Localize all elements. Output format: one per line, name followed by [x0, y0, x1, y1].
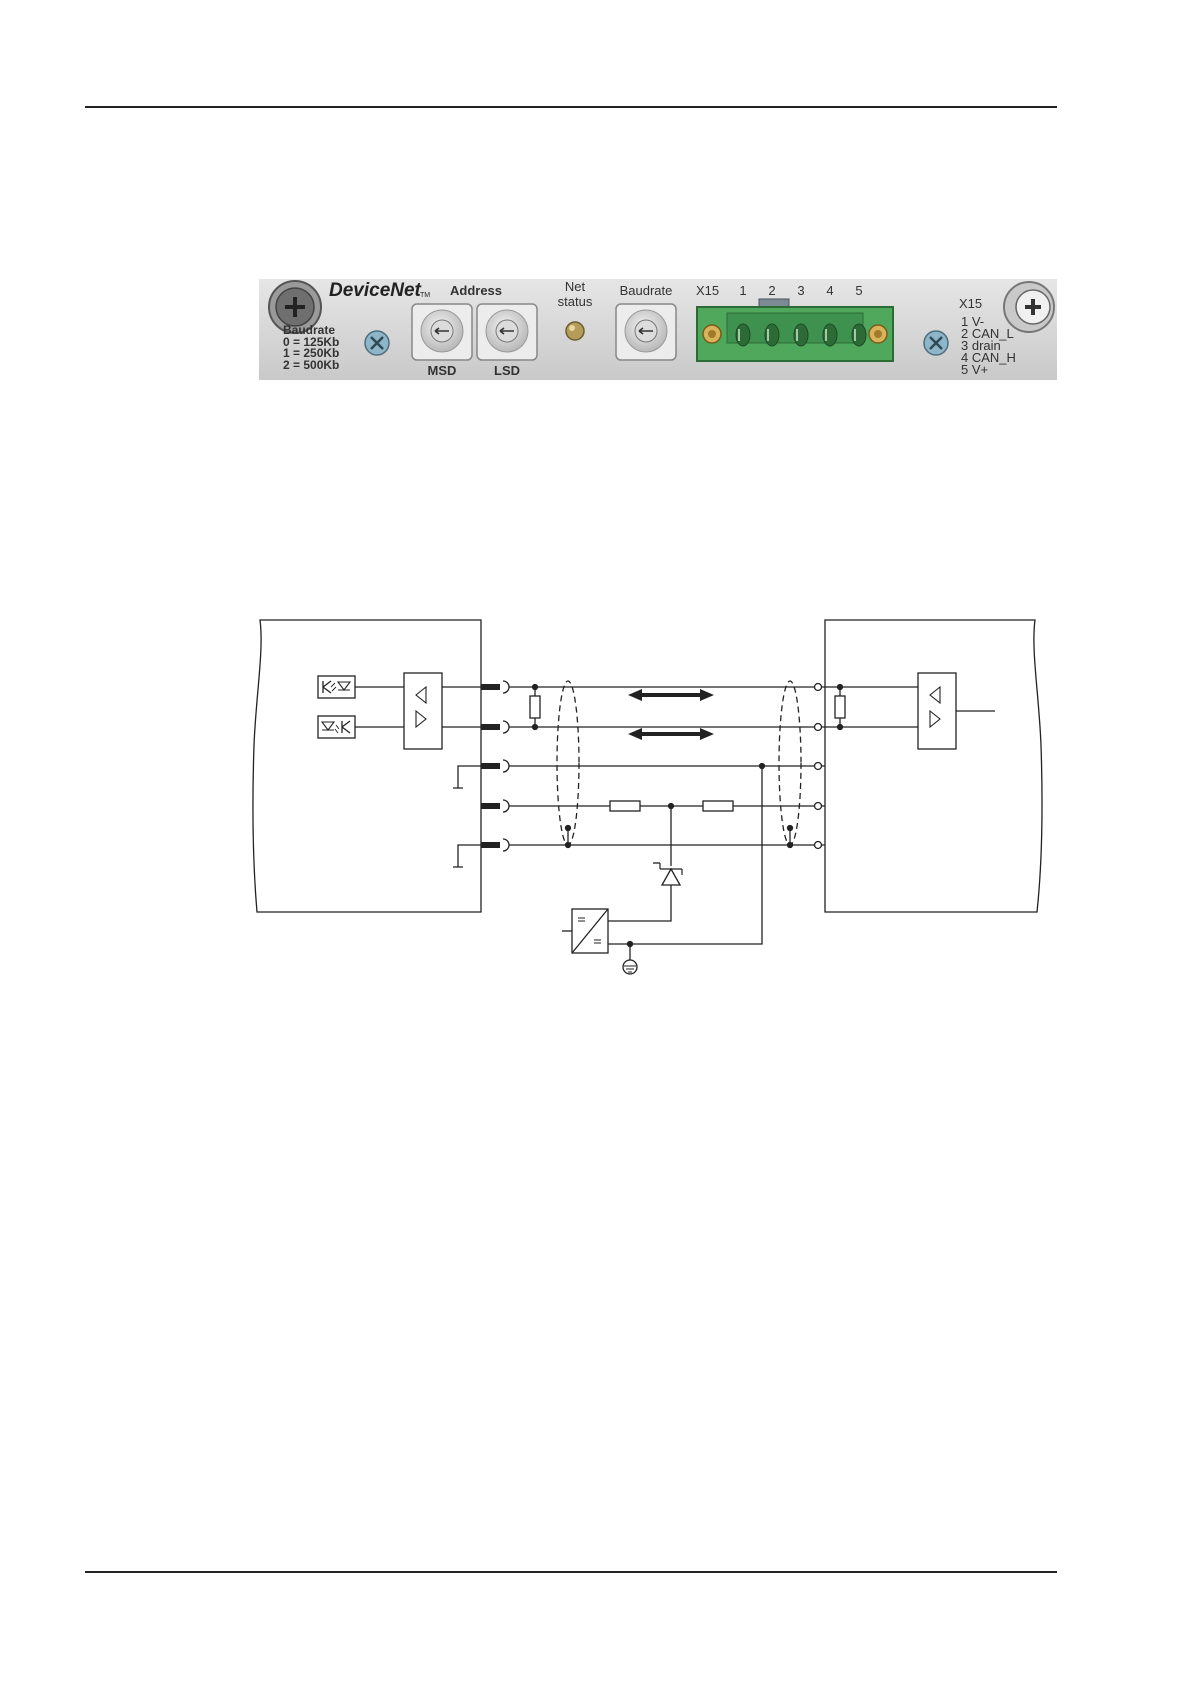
connector-pins-left [481, 681, 509, 851]
address-lsd-switch[interactable] [477, 304, 537, 360]
brand-text: DeviceNet [329, 280, 422, 301]
optocoupler-tx-icon [318, 676, 355, 698]
devicenet-front-panel: DeviceNet TM Baudrate 0 = 125Kb 1 = 250K… [259, 273, 1057, 383]
transceiver-left-icon [404, 673, 442, 749]
right-device-outline [825, 620, 1042, 912]
baudrate-label: Baudrate [620, 283, 673, 298]
connector-label: X15 [696, 283, 719, 298]
fuse-2-icon [703, 801, 733, 811]
data-arrow-1-icon [628, 689, 714, 701]
cable-shield-left [557, 681, 579, 845]
pin-number-4: 4 [826, 283, 833, 298]
pin-number-1: 1 [739, 283, 746, 298]
left-ground-stub-2 [453, 845, 481, 867]
left-ground-stub-1 [453, 766, 481, 788]
pinout-pin-5: 5 V+ [961, 362, 988, 377]
termination-resistor-right-icon [835, 685, 845, 730]
right-terminals [815, 684, 822, 849]
zener-diode-icon [653, 863, 682, 885]
panel-screw-small-right-icon [924, 331, 948, 355]
panel-screw-right-icon [1004, 282, 1054, 332]
connector-mount-screw-right-icon [869, 325, 887, 343]
pin-number-2: 2 [768, 283, 775, 298]
connector-mount-screw-left-icon [703, 325, 721, 343]
panel-screw-small-left-icon [365, 331, 389, 355]
msd-label: MSD [428, 363, 457, 378]
termination-resistor-left-icon [530, 685, 540, 730]
net-status-led-icon [566, 322, 584, 340]
zener-to-supply [608, 885, 671, 921]
supply-return [608, 766, 762, 944]
fuse-1-icon [610, 801, 640, 811]
pinout-title: X15 [959, 296, 982, 311]
header-rule [85, 106, 1057, 108]
x15-connector[interactable] [697, 299, 893, 361]
address-label: Address [450, 283, 502, 298]
earth-ground-icon [623, 960, 637, 974]
wiring-diagram [250, 615, 1060, 1005]
baudrate-switch[interactable] [616, 304, 676, 360]
cable-shield-right [779, 681, 801, 845]
net-status-label-2: status [558, 294, 593, 309]
dc-dc-converter-icon [572, 909, 608, 953]
left-device-outline [253, 620, 481, 912]
address-msd-switch[interactable] [412, 304, 472, 360]
lsd-label: LSD [494, 363, 520, 378]
pin-number-5: 5 [855, 283, 862, 298]
data-arrow-2-icon [628, 728, 714, 740]
net-status-label-1: Net [565, 279, 586, 294]
brand-trademark: TM [420, 292, 430, 299]
baud-legend-2: 2 = 500Kb [283, 358, 339, 372]
transceiver-right-icon [918, 673, 956, 749]
pin-number-3: 3 [797, 283, 804, 298]
optocoupler-rx-icon [318, 716, 355, 738]
footer-rule [85, 1571, 1057, 1573]
